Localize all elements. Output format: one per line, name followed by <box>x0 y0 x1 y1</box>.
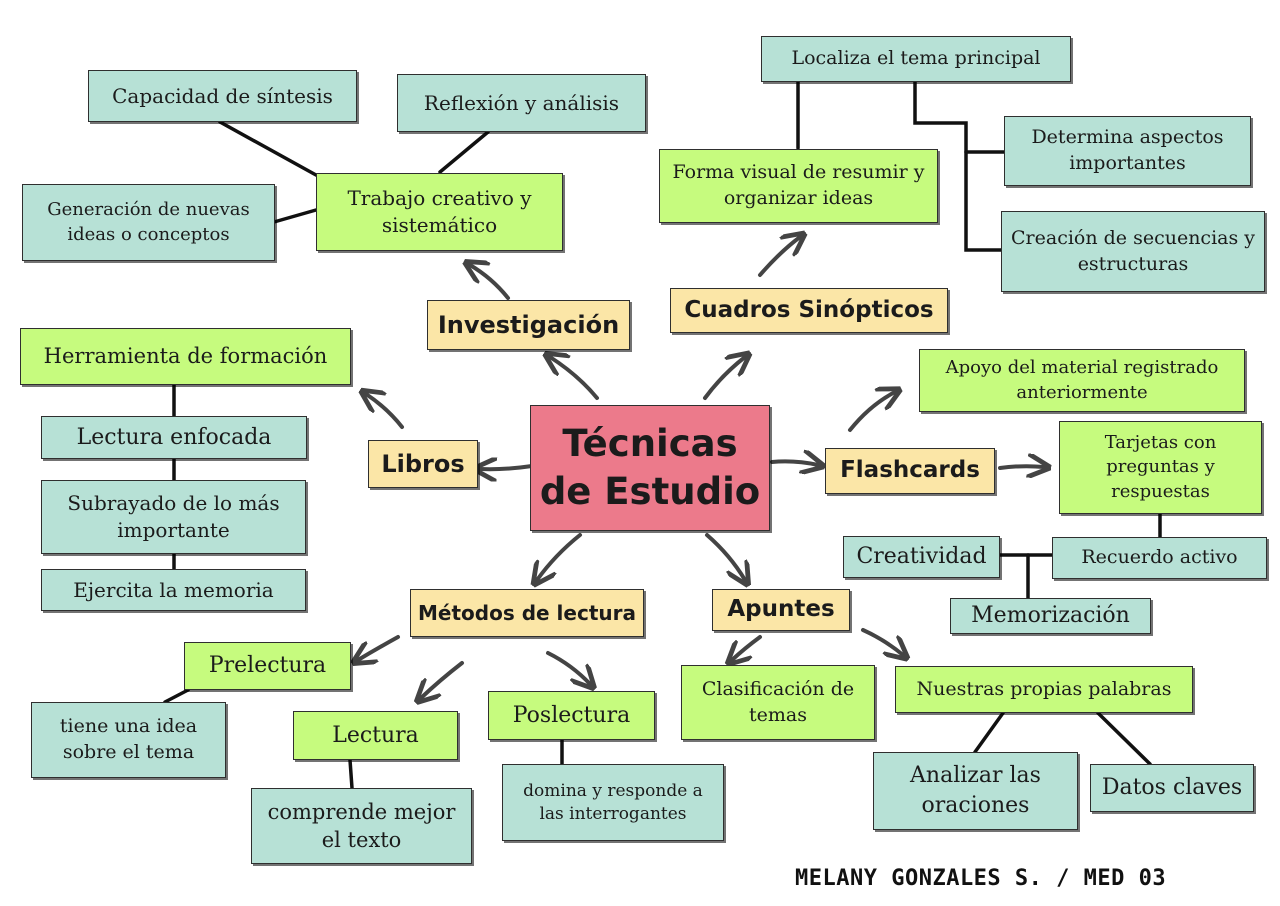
node-prelectura-desc: tiene una idea sobre el tema <box>31 702 226 778</box>
node-capacidad-de-sintesis: Capacidad de síntesis <box>88 70 357 122</box>
node-recuerdo-activo: Recuerdo activo <box>1052 537 1267 579</box>
node-creatividad: Creatividad <box>843 536 1000 578</box>
branch-cuadros-sinopticos: Cuadros Sinópticos <box>670 288 948 333</box>
node-tarjetas-con-preguntas: Tarjetas con preguntas y respuestas <box>1059 421 1262 514</box>
node-determina-aspectos: Determina aspectos importantes <box>1004 116 1251 186</box>
node-subrayado: Subrayado de lo más importante <box>41 480 306 554</box>
node-generacion-de-nuevas-ideas: Generación de nuevas ideas o conceptos <box>22 184 275 261</box>
node-poslectura-desc: domina y responde a las interrogantes <box>502 764 724 841</box>
branch-flashcards: Flashcards <box>825 448 995 494</box>
arrows <box>358 237 1044 698</box>
branch-investigacion: Investigación <box>427 300 630 350</box>
branch-metodos-de-lectura: Métodos de lectura <box>410 589 644 637</box>
center-node-tecnicas-de-estudio: Técnicas de Estudio <box>530 405 770 531</box>
node-creacion-de-secuencias: Creación de secuencias y estructuras <box>1001 211 1265 292</box>
connector-lines <box>163 80 1162 790</box>
node-localiza-el-tema: Localiza el tema principal <box>761 36 1071 82</box>
node-reflexion-y-analisis: Reflexión y análisis <box>397 74 646 132</box>
node-analizar-las-oraciones: Analizar las oraciones <box>873 752 1078 830</box>
node-prelectura: Prelectura <box>184 642 351 690</box>
node-datos-claves: Datos claves <box>1090 764 1254 812</box>
node-apoyo-del-material: Apoyo del material registrado anteriorme… <box>919 349 1245 412</box>
node-ejercita-la-memoria: Ejercita la memoria <box>41 569 306 611</box>
node-lectura-enfocada: Lectura enfocada <box>41 416 307 459</box>
node-lectura-desc: comprende mejor el texto <box>251 788 472 864</box>
branch-apuntes: Apuntes <box>712 589 850 631</box>
node-clasificacion-de-temas: Clasificación de temas <box>681 665 875 740</box>
author-credit: MELANY GONZALES S. / MED 03 <box>795 866 1167 891</box>
node-forma-visual: Forma visual de resumir y organizar idea… <box>659 149 938 223</box>
branch-libros: Libros <box>368 440 478 488</box>
node-poslectura: Poslectura <box>488 691 655 740</box>
node-nuestras-propias-palabras: Nuestras propias palabras <box>895 666 1193 713</box>
node-memorizacion: Memorización <box>950 598 1151 634</box>
node-herramienta-de-formacion: Herramienta de formación <box>20 328 351 385</box>
node-lectura: Lectura <box>293 711 458 760</box>
node-trabajo-creativo: Trabajo creativo y sistemático <box>316 173 563 251</box>
